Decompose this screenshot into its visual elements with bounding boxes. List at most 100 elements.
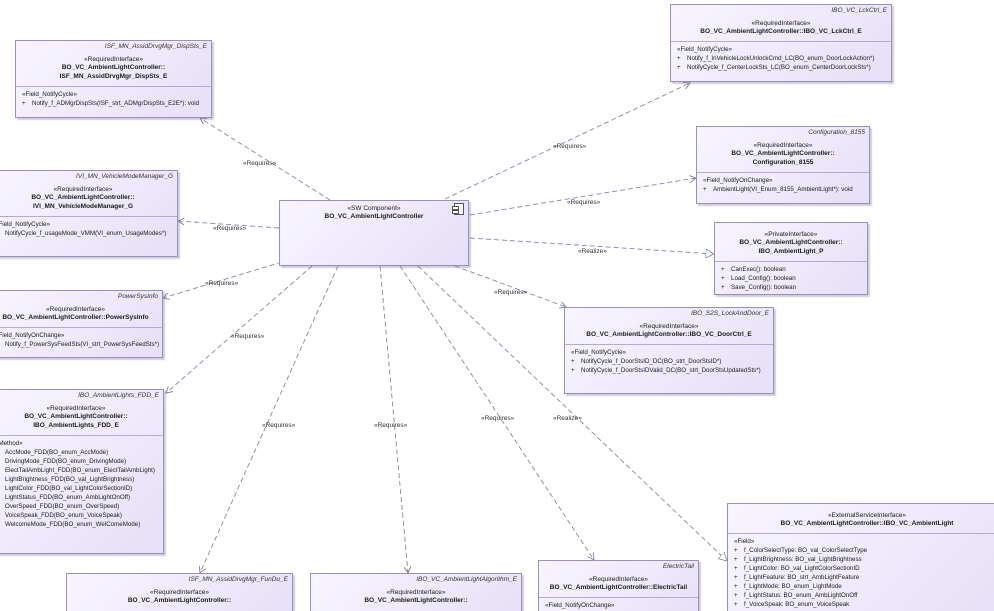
interface-stereotype: «RequiredInterface» — [751, 20, 811, 27]
link-lckctrl[interactable] — [444, 83, 690, 200]
link-label-door: «Requires» — [494, 289, 528, 296]
compartment-divider — [16, 86, 211, 87]
interface-member[interactable]: +LightStatus_FDD(BO_enum_AmbLightOnOff) — [0, 493, 163, 502]
interface-box-external[interactable]: «ExternalServiceInterface»BO_VC_AmbientL… — [727, 503, 994, 611]
link-fdd[interactable] — [166, 265, 313, 393]
interface-name: BO_VC_AmbientLightController:: — [31, 194, 135, 201]
interface-title: IBO_VC_AmbientLightAlgorithm_E — [416, 576, 517, 583]
interface-member[interactable]: +f_LightBrightness: BO_val_LightBrightne… — [728, 555, 994, 564]
interface-member[interactable]: +f_LightColor: BO_val_LightColorSectionI… — [728, 564, 994, 573]
interface-member[interactable]: +Notify_f_PowerSysFeedSts(VI_strt_PowerS… — [0, 340, 162, 349]
link-fundu[interactable] — [200, 265, 339, 573]
member-signature: NotifyCycle_f_DoorStsID_DC(BO_strt_DoorS… — [581, 358, 722, 365]
interface-box-door[interactable]: IBO_S2S_LockAndDoor_E«RequiredInterface»… — [564, 307, 774, 394]
visibility-marker: + — [703, 186, 707, 193]
interface-member[interactable]: +f_LightStatus: BO_enum_AmbLightOnOff — [728, 591, 994, 600]
visibility-marker: + — [677, 55, 681, 62]
member-signature: f_LightColor: BO_val_LightColorSectionID — [744, 565, 860, 572]
compartment-divider — [715, 261, 867, 262]
interface-member[interactable]: +f_LightFeature: BO_strt_AmbLightFeature — [728, 573, 994, 582]
interface-member[interactable]: +NotifyCycle_f_DoorStsID_DC(BO_strt_Door… — [565, 357, 773, 366]
interface-member[interactable]: +NotifyCycle_f_DoorStsIDValid_DC(BO_strt… — [565, 366, 773, 375]
interface-member[interactable]: +NotifyCycle_f_CenterLockSts_LC(BO_enum_… — [671, 63, 891, 72]
link-private[interactable] — [469, 237, 714, 254]
interface-box-power[interactable]: PowerSysInfo«RequiredInterface»BO_VC_Amb… — [0, 290, 163, 358]
interface-stereotype: «RequiredInterface» — [639, 323, 699, 330]
interface-member[interactable]: +LightBrightness_FDD(BO_val_LightBrightn… — [0, 475, 163, 484]
interface-stereotype: «ExternalServiceInterface» — [827, 512, 907, 519]
member-signature: NotifyCycle_f_CenterLockSts_LC(BO_enum_C… — [687, 64, 871, 71]
visibility-marker: + — [734, 583, 738, 590]
compartment-header: «Field_NotifyCycle» — [677, 46, 733, 53]
link-vehmode[interactable] — [178, 221, 280, 229]
link-label-dispsts: «Requires» — [243, 160, 277, 167]
interface-stereotype: «RequiredInterface» — [46, 405, 106, 412]
interface-member[interactable]: +Notify_f_InVehicleLockUnlockCmd_LC(BO_e… — [671, 54, 891, 63]
compartment-divider — [539, 597, 698, 598]
interface-title: PowerSysInfo — [117, 293, 158, 300]
visibility-marker: + — [571, 367, 575, 374]
member-signature: f_VoiceSpeak: BO_enum_VoiceSpeak — [744, 601, 850, 608]
interface-member[interactable]: +OverSpeed_FDD(BO_enum_OverSpeed) — [0, 502, 163, 511]
link-label-private: «Realize» — [578, 248, 607, 255]
link-label-fdd: «Requires» — [231, 333, 265, 340]
interface-member[interactable]: +CanExec(): boolean — [715, 265, 867, 274]
interface-member[interactable]: +WelcomeMode_FDD(BO_enum_WelComeMode) — [0, 520, 163, 529]
interface-name: IBO_AmbientLights_FDD_E — [33, 422, 119, 429]
interface-member[interactable]: +LightColor_FDD(BO_val_LightColorSection… — [0, 484, 163, 493]
interface-name: Configuration_8155 — [752, 159, 814, 166]
interface-member[interactable]: +VoiceSpeak_FDD(BO_enum_VoiceSpeak) — [0, 511, 163, 520]
interface-member[interactable]: +f_ColorSelectType: BO_val_ColorSelectTy… — [728, 546, 994, 555]
interface-member[interactable]: +ElectTailAmbLight_FDD(BO_enum_ElectTail… — [0, 466, 163, 475]
visibility-marker: + — [734, 592, 738, 599]
member-signature: WelcomeMode_FDD(BO_enum_WelComeMode) — [5, 521, 141, 528]
interface-title: IVI_MN_VehicleModeManager_G — [76, 173, 173, 180]
link-config[interactable] — [469, 178, 696, 216]
interface-box-fundu[interactable]: ISF_MN_AssidDrvgMgr_FunDu_E«RequiredInte… — [66, 573, 293, 611]
interface-box-private[interactable]: «PrivateInterface»BO_VC_AmbientLightCont… — [714, 222, 868, 295]
link-label-tail: «Requires» — [481, 415, 515, 422]
link-power[interactable] — [163, 261, 283, 298]
interface-member[interactable]: +AccMode_FDD(BO_enum_AccMode) — [0, 448, 163, 457]
member-signature: CanExec(): boolean — [731, 266, 786, 273]
interface-box-tail[interactable]: ElectricTail «RequiredInterface»BO_VC_Amb… — [538, 560, 699, 611]
compartment-header: «Method» — [0, 440, 23, 447]
interface-member[interactable]: +NotifyCycle_f_usageMode_VMM(VI_enum_Usa… — [0, 229, 177, 238]
link-door[interactable] — [454, 265, 566, 307]
interface-box-algo[interactable]: IBO_VC_AmbientLightAlgorithm_E«RequiredI… — [310, 573, 522, 611]
link-external[interactable] — [417, 265, 727, 561]
interface-box-vehmode[interactable]: IVI_MN_VehicleModeManager_G«RequiredInte… — [0, 170, 178, 257]
interface-stereotype: «PrivateInterface» — [764, 231, 818, 238]
interface-name: BO_VC_AmbientLightController:: — [364, 597, 468, 604]
interface-member[interactable]: +DrivingMode_FDD(BO_enum_DrivingMode) — [0, 457, 163, 466]
interface-name: BO_VC_AmbientLightController::ElectricTa… — [549, 584, 688, 591]
interface-stereotype: «RequiredInterface» — [589, 576, 648, 583]
interface-box-fdd[interactable]: IBO_AmbientLights_FDD_E «RequiredInterfac… — [0, 389, 164, 554]
interface-name: BO_VC_AmbientLightController:: — [127, 597, 232, 604]
interface-title: ElectricTail — [662, 563, 694, 570]
interface-member[interactable]: +Save_Config(): boolean — [715, 283, 867, 292]
link-algo[interactable] — [379, 265, 408, 573]
link-tail[interactable] — [399, 265, 594, 560]
interface-member[interactable]: +AmbientLight(VI_Enum_8155_AmbientLight*… — [697, 185, 869, 194]
interface-box-dispsts[interactable]: ISF_MN_AssidDrvgMgr_DispSts_E «RequiredIn… — [15, 40, 212, 118]
interface-name: BO_VC_AmbientLightController:: — [24, 413, 128, 420]
interface-member[interactable]: + f_LightMode: BO_enum_LightMode — [728, 582, 994, 591]
interface-member[interactable]: +f_VoiceSpeak: BO_enum_VoiceSpeak — [728, 600, 994, 609]
interface-box-lckctrl[interactable]: IBO_VC_LckCtrl_E«RequiredInterface»BO_VC… — [670, 4, 892, 82]
member-signature: f_LightMode: BO_enum_LightMode — [744, 583, 842, 590]
link-dispsts[interactable] — [200, 118, 331, 201]
interface-stereotype: «RequiredInterface» — [84, 56, 143, 63]
compartment-header: «Field_NotifyCycle» — [571, 349, 627, 356]
compartment-divider — [565, 344, 773, 345]
interface-member[interactable]: +Load_Config(): boolean — [715, 274, 867, 283]
interface-name: ISF_MN_AssidDrvgMgr_DispSts_E — [59, 73, 168, 80]
visibility-marker: + — [734, 547, 738, 554]
link-label-algo: «Requires» — [374, 422, 408, 429]
compartment-header: «Field_NotifyOnChange» — [545, 602, 615, 609]
interface-member[interactable]: +Notify_f_ADMgrDispSts(ISF_strt_ADMgrDis… — [16, 99, 211, 108]
compartment-divider — [697, 172, 869, 173]
link-label-vehmode: «Requires» — [213, 225, 247, 232]
sw-component-box[interactable]: «SW Component» BO_VC_AmbientLightControl… — [279, 200, 469, 266]
interface-box-config[interactable]: Configuration_8155«RequiredInterface»BO_… — [696, 126, 870, 204]
